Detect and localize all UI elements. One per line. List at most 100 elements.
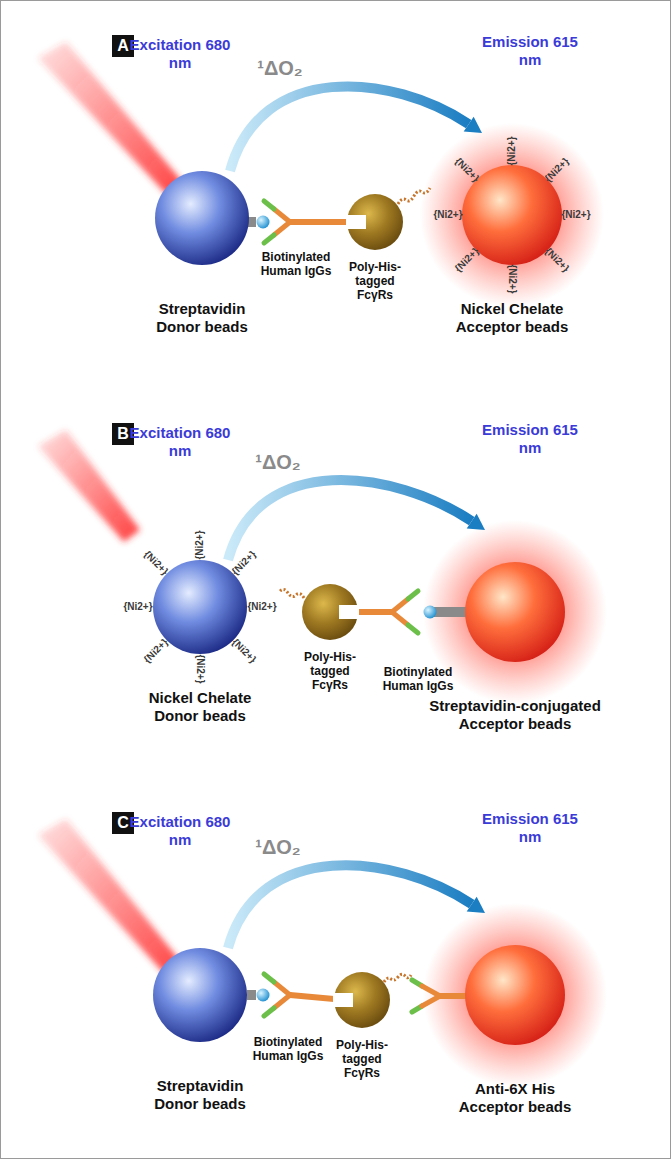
streptavidin-link [434, 607, 467, 617]
bead-body [155, 171, 249, 265]
antibody-arm [422, 986, 440, 996]
biotin [257, 989, 270, 1002]
ion-label: {Ni2+} [142, 549, 171, 578]
antibody-arm [392, 599, 408, 612]
ion-label: {Ni2+} [561, 209, 590, 221]
receptor-label: Poly-His-tagged FcγRs [299, 650, 361, 692]
laser-beam [38, 819, 186, 980]
ion-label: {Ni2+} [229, 636, 258, 665]
bead-body [465, 562, 565, 662]
receptor-body [302, 584, 358, 640]
receptor-shape [347, 194, 403, 250]
ion-label: {Ni2+} [123, 601, 152, 613]
antibody [247, 201, 352, 243]
wavelength-label: Emission 615 nm [474, 33, 586, 69]
biotin [424, 606, 437, 619]
his-tag [280, 589, 304, 598]
bead: Nickel Chelate Acceptor beads [432, 165, 592, 336]
ion-label: {Ni2+} [142, 636, 171, 665]
bead: Streptavidin Donor beads [127, 171, 277, 336]
antibody-fc [440, 993, 468, 999]
antibody-tip [264, 201, 274, 209]
bead: Streptavidin-conjugated Acceptor beads [410, 562, 620, 733]
bead: Anti-6X His Acceptor beads [440, 945, 590, 1116]
receptor-label: Poly-His-tagged FcγRs [344, 260, 406, 302]
receptor: Poly-His-tagged FcγRs [299, 584, 361, 692]
receptor-shape [302, 584, 358, 640]
antibody-tip [264, 1008, 274, 1016]
molecule-label: Biotinylated Human IgGs [376, 665, 460, 693]
ion-label: {Ni2+} [194, 530, 206, 559]
binding-notch [346, 215, 366, 229]
antibody-arm [392, 612, 408, 625]
arrow-head [467, 897, 485, 913]
receptor-shape [334, 972, 390, 1028]
receptor-label: Poly-His-tagged FcγRs [331, 1038, 393, 1080]
antibody-arm [274, 222, 290, 235]
antibody-tip [264, 235, 274, 243]
arc-connector [228, 865, 472, 948]
bead-body [465, 945, 565, 1045]
bead-sphere [465, 945, 565, 1045]
receptor-body [334, 972, 390, 1028]
antibody-tip [408, 591, 418, 599]
bead-label: Streptavidin-conjugated Acceptor beads [415, 697, 615, 733]
antibody-arm [274, 995, 290, 1008]
bead-body [153, 948, 247, 1042]
ion-label: {Ni2+} [194, 654, 206, 683]
bead-sphere [153, 948, 247, 1042]
ion-label: {Ni2+} [506, 136, 518, 165]
arc-connector [228, 480, 472, 560]
laser-beam [38, 430, 140, 542]
bead-label: Anti-6X His Acceptor beads [450, 1080, 580, 1116]
antibody-tip [264, 974, 274, 982]
edge-label: ¹ΔO₂ [255, 835, 300, 859]
antibody [350, 591, 467, 633]
receptor-body [347, 194, 403, 250]
singlet-oxygen-arrow [228, 480, 485, 560]
ion-label: {Ni2+} [247, 601, 276, 613]
molecule-label: Biotinylated Human IgGs [246, 1035, 330, 1063]
wavelength-label: Excitation 680 nm [124, 813, 236, 849]
bead: Nickel Chelate Donor beads [125, 560, 275, 725]
edge-label: ¹ΔO₂ [257, 56, 302, 80]
arrow-head [467, 514, 485, 530]
antibody-arm [274, 209, 290, 222]
bead-label: Streptavidin Donor beads [135, 1077, 265, 1113]
bead-label: Nickel Chelate Donor beads [135, 689, 265, 725]
wavelength-label: Emission 615 nm [474, 810, 586, 846]
antibody [247, 974, 345, 1016]
biotin [257, 216, 270, 229]
wavelength-label: Excitation 680 nm [124, 36, 236, 72]
singlet-oxygen-arrow [228, 865, 485, 948]
bead-sphere [155, 171, 249, 265]
bead-label: Nickel Chelate Acceptor beads [447, 300, 577, 336]
wavelength-label: Emission 615 nm [474, 421, 586, 457]
receptor: Poly-His-tagged FcγRs [331, 972, 393, 1080]
edge-label: ¹ΔO₂ [255, 450, 300, 474]
bead-sphere [465, 562, 565, 662]
arc-connector [230, 86, 469, 171]
his-tag [398, 188, 430, 204]
arrow-head [464, 117, 482, 133]
singlet-oxygen-arrow [230, 86, 482, 171]
anti-his-antibody [412, 980, 468, 1012]
antibody-arm [274, 982, 290, 995]
binding-notch [339, 605, 359, 619]
bead: Streptavidin Donor beads [125, 948, 275, 1113]
emission-glow [423, 903, 607, 1087]
antibody-tip [408, 625, 418, 633]
receptor: Poly-His-tagged FcγRs [344, 194, 406, 302]
ion-label: {Ni2+} [506, 264, 518, 293]
streptavidin-link [247, 990, 256, 1000]
emission-glow [420, 123, 604, 307]
molecule-label: Biotinylated Human IgGs [254, 250, 338, 278]
ion-label: {Ni2+} [433, 209, 462, 221]
wavelength-label: Excitation 680 nm [124, 424, 236, 460]
antibody-arm [422, 996, 440, 1006]
his-tag [384, 974, 411, 982]
binding-notch [333, 993, 353, 1007]
